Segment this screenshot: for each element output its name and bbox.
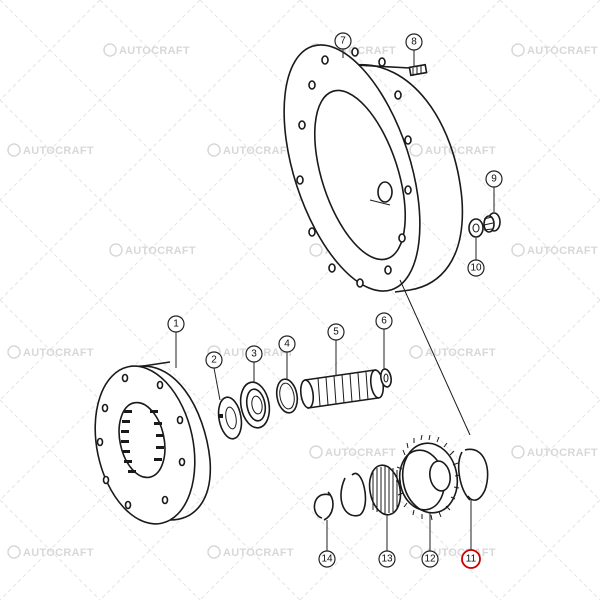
callout-4[interactable]: 4 xyxy=(278,335,296,353)
svg-text:AUTOCRAFT: AUTOCRAFT xyxy=(223,145,294,157)
part-bolt xyxy=(408,63,428,77)
part-ring-gear-drum xyxy=(94,361,212,525)
part-large-snap-ring xyxy=(458,448,489,501)
leader-lines xyxy=(175,49,495,551)
svg-text:1: 1 xyxy=(173,319,179,330)
svg-text:4: 4 xyxy=(284,339,290,350)
svg-text:3: 3 xyxy=(251,349,257,360)
watermark: AUTOCRAFT xyxy=(511,43,598,57)
svg-text:10: 10 xyxy=(470,263,482,274)
svg-text:2: 2 xyxy=(211,355,217,366)
watermark: AUTOCRAFT xyxy=(7,143,94,157)
part-planet-gear xyxy=(396,434,461,521)
watermark: AUTOCRAFT xyxy=(511,243,598,257)
part-snap-ring xyxy=(275,378,299,414)
svg-text:8: 8 xyxy=(411,37,417,48)
svg-text:AUTOCRAFT: AUTOCRAFT xyxy=(23,547,94,559)
svg-text:AUTOCRAFT: AUTOCRAFT xyxy=(125,245,196,257)
part-retaining-ring xyxy=(313,491,334,521)
callout-12[interactable]: 12 xyxy=(421,550,439,568)
svg-text:9: 9 xyxy=(491,174,497,185)
callout-14[interactable]: 14 xyxy=(318,550,336,568)
gear-teeth xyxy=(396,434,461,521)
svg-text:14: 14 xyxy=(321,554,333,565)
part-housing-flange xyxy=(283,44,464,293)
watermark: AUTOCRAFT xyxy=(409,143,496,157)
svg-text:AUTOCRAFT: AUTOCRAFT xyxy=(527,245,598,257)
watermark: AUTOCRAFT xyxy=(7,345,94,359)
svg-text:11: 11 xyxy=(466,554,477,565)
callout-5[interactable]: 5 xyxy=(327,323,345,341)
spline-teeth xyxy=(121,410,164,473)
callout-3[interactable]: 3 xyxy=(245,345,263,363)
callout-7[interactable]: 7 xyxy=(334,32,352,50)
watermark: AUTOCRAFT xyxy=(7,545,94,559)
part-plug xyxy=(483,212,501,233)
part-splined-shaft xyxy=(299,369,385,409)
svg-text:AUTOCRAFT: AUTOCRAFT xyxy=(527,45,598,57)
part-washer xyxy=(468,218,484,238)
callout-1[interactable]: 1 xyxy=(167,315,185,333)
callouts: 1 2 3 4 5 6 7 8 9 10 11 12 13 14 xyxy=(167,32,503,569)
watermark: AUTOCRAFT xyxy=(409,345,496,359)
callout-11[interactable]: 11 xyxy=(461,549,481,569)
svg-text:AUTOCRAFT: AUTOCRAFT xyxy=(527,447,598,459)
svg-text:AUTOCRAFT: AUTOCRAFT xyxy=(325,447,396,459)
callout-13[interactable]: 13 xyxy=(378,550,396,568)
svg-text:AUTOCRAFT: AUTOCRAFT xyxy=(425,145,496,157)
watermark: AUTOCRAFT xyxy=(207,143,294,157)
callout-9[interactable]: 9 xyxy=(485,170,503,188)
watermark: AUTOCRAFT xyxy=(103,43,190,57)
callout-2[interactable]: 2 xyxy=(205,351,223,369)
svg-text:6: 6 xyxy=(381,316,387,327)
svg-text:5: 5 xyxy=(333,327,339,338)
watermark: AUTOCRAFT xyxy=(109,243,196,257)
watermark: AUTOCRAFT xyxy=(207,545,294,559)
watermark: AUTOCRAFT xyxy=(309,445,396,459)
svg-text:13: 13 xyxy=(381,554,393,565)
part-thrust-washer xyxy=(217,396,243,440)
callout-6[interactable]: 6 xyxy=(375,312,393,330)
part-needle-bearing xyxy=(340,464,402,517)
svg-text:7: 7 xyxy=(340,36,346,47)
svg-text:12: 12 xyxy=(424,554,436,565)
svg-text:AUTOCRAFT: AUTOCRAFT xyxy=(223,547,294,559)
callout-10[interactable]: 10 xyxy=(467,259,485,277)
svg-text:AUTOCRAFT: AUTOCRAFT xyxy=(23,347,94,359)
svg-text:AUTOCRAFT: AUTOCRAFT xyxy=(23,145,94,157)
callout-8[interactable]: 8 xyxy=(405,33,423,51)
svg-text:AUTOCRAFT: AUTOCRAFT xyxy=(425,347,496,359)
assembly-guide-line xyxy=(399,279,471,436)
part-bearing xyxy=(239,381,271,429)
svg-text:AUTOCRAFT: AUTOCRAFT xyxy=(119,45,190,57)
watermark: AUTOCRAFT xyxy=(511,445,598,459)
flange-bolt-holes xyxy=(296,47,412,288)
